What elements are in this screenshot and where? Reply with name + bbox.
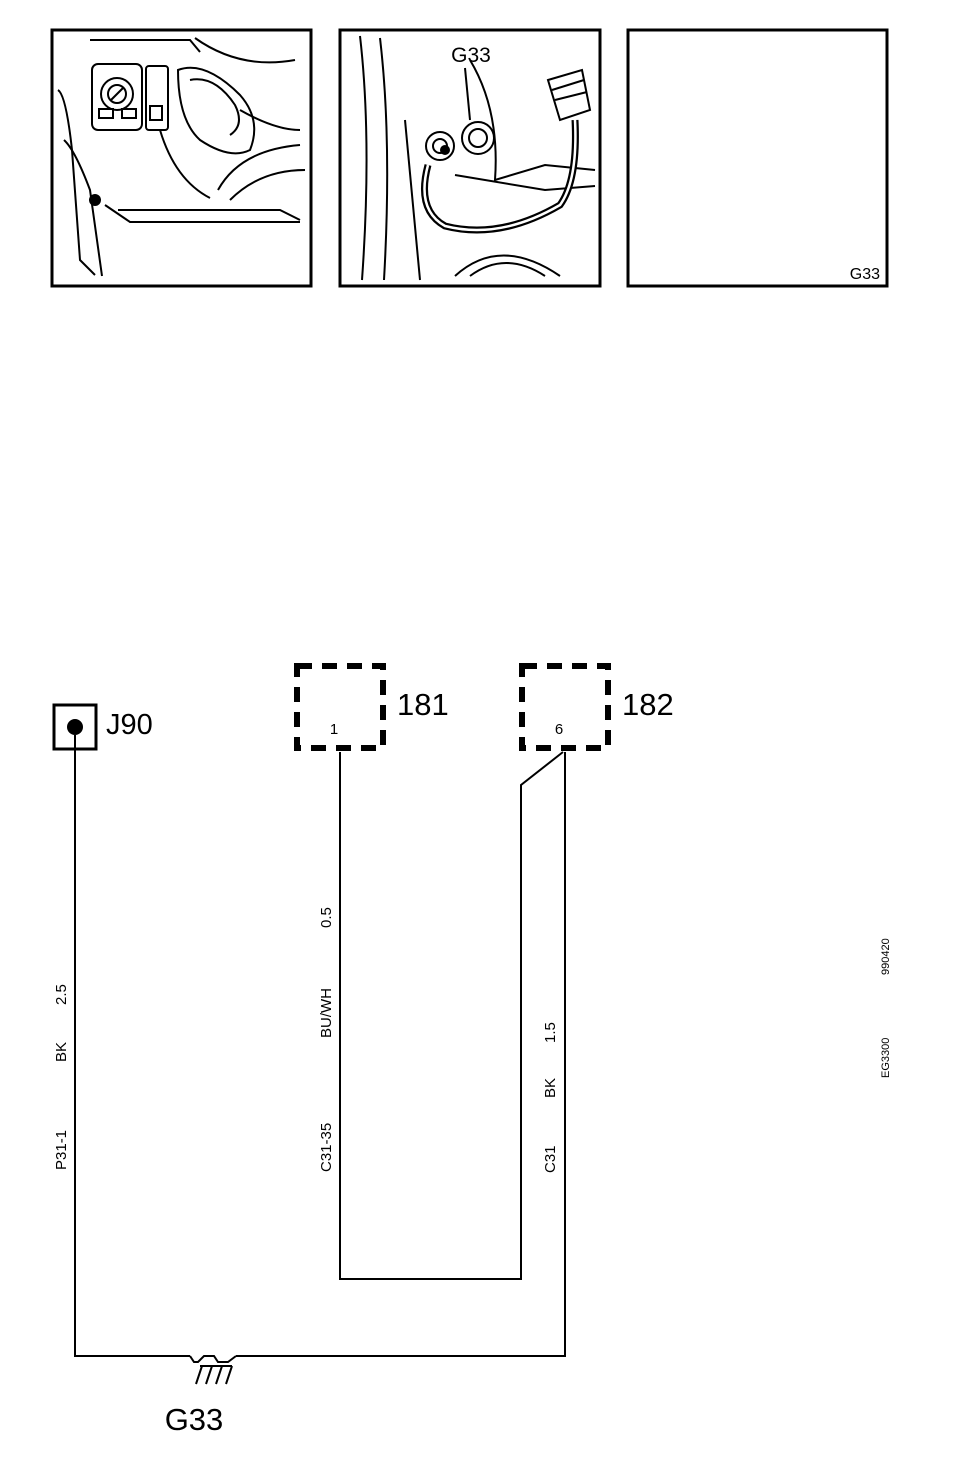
connector-182-pin: 6: [555, 721, 563, 738]
locator-panel-right: G33: [626, 28, 889, 288]
drawing-code: EG3300: [880, 1038, 892, 1078]
splice-label: J90: [106, 709, 153, 741]
wire-p31-1: [74, 735, 190, 1357]
locator-panel-middle: G33: [338, 28, 602, 288]
locator-ground-label: G33: [451, 44, 491, 67]
locator-panel-left: [50, 28, 313, 288]
wire3-circuit: C31: [542, 1145, 559, 1173]
wire2-color: BU/WH: [318, 988, 335, 1038]
wire1-circuit: P31-1: [53, 1130, 70, 1170]
wire-c31-35: [339, 751, 564, 1280]
wire-c31: [236, 752, 566, 1357]
connector-182: 6 182: [519, 663, 674, 751]
wire1-color: BK: [53, 1042, 70, 1062]
connector-182-label: 182: [622, 687, 674, 722]
connector-181: 1 181: [294, 663, 449, 751]
splice-j90: J90: [52, 703, 153, 751]
wire2-circuit: C31-35: [318, 1123, 335, 1172]
locator-code-label: G33: [850, 266, 880, 283]
drawing-date: 990420: [880, 938, 892, 975]
wire1-size: 2.5: [53, 984, 70, 1005]
wire3-size: 1.5: [542, 1022, 559, 1043]
connector-181-label: 181: [397, 687, 449, 722]
wire3-color: BK: [542, 1078, 559, 1098]
wire2-size: 0.5: [318, 907, 335, 928]
ground-label: G33: [165, 1402, 224, 1437]
ground-symbol: [189, 1355, 237, 1385]
connector-181-pin: 1: [330, 721, 338, 738]
